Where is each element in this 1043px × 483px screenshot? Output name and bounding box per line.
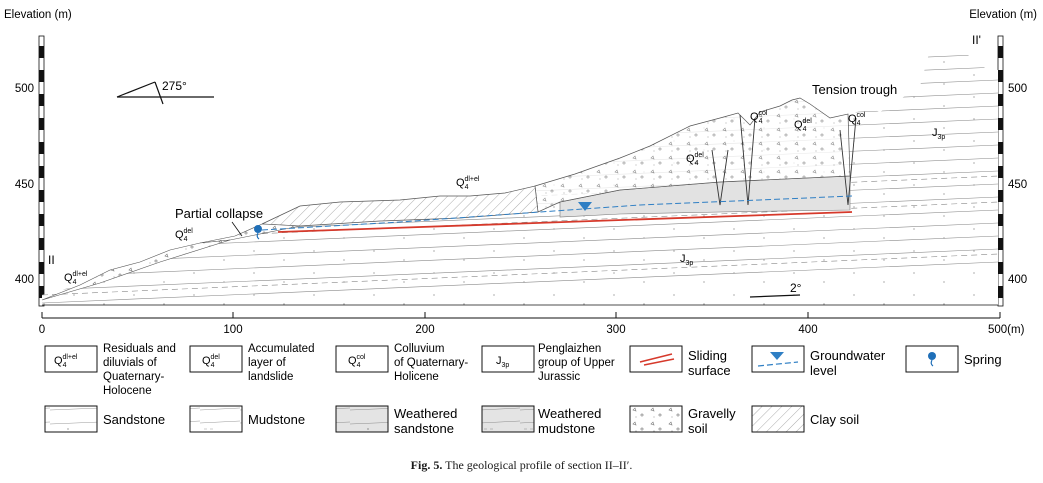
y-tick-right-500: 500 bbox=[1008, 83, 1027, 95]
orientation-label: 275° bbox=[162, 79, 187, 93]
tension-crack-3 bbox=[839, 117, 857, 206]
caption-text: The geological profile of section II–II′… bbox=[442, 458, 633, 472]
legend-item-clay-soil: Clay soil bbox=[751, 405, 859, 433]
spring-icon bbox=[254, 225, 262, 240]
y-tick-right-400: 400 bbox=[1008, 274, 1027, 286]
svg-text:Spring: Spring bbox=[964, 352, 1002, 367]
legend-item-mudstone: Mudstone bbox=[189, 405, 305, 433]
svg-text:Clay soil: Clay soil bbox=[810, 412, 859, 427]
svg-text:Sandstone: Sandstone bbox=[103, 412, 165, 427]
tension-trough-label: Tension trough bbox=[812, 82, 897, 97]
dip-symbol bbox=[749, 294, 801, 298]
left-axis-title: Elevation (m) bbox=[4, 9, 72, 21]
x-tick-0: 0 bbox=[39, 324, 45, 336]
unit-q4-del-upper: Q4del bbox=[686, 152, 704, 167]
landslide-deposit bbox=[534, 97, 851, 213]
unit-j3p-lower: J3p bbox=[680, 253, 693, 267]
svg-text:J3p: J3p bbox=[496, 355, 509, 369]
unit-q4-col-1: Q4col bbox=[750, 110, 768, 125]
right-elevation-scale bbox=[997, 35, 1004, 307]
partial-collapse-leader bbox=[231, 221, 243, 237]
figure-caption: Fig. 5. The geological profile of sectio… bbox=[0, 458, 1043, 473]
dip-label: 2° bbox=[790, 281, 802, 295]
groundwater-level-line bbox=[261, 195, 853, 231]
svg-text:Mudstone: Mudstone bbox=[248, 412, 305, 427]
legend-item-spring: Spring bbox=[905, 345, 1002, 373]
orientation-symbol bbox=[116, 81, 214, 105]
unit-q4-del-toe: Q4del bbox=[175, 228, 193, 243]
geological-profile: Elevation (m) Elevation (m) 500 450 400 … bbox=[4, 9, 1037, 436]
section-label-right: II' bbox=[972, 33, 981, 47]
unit-q4-dl-el-toe: Q4dl+el bbox=[64, 271, 88, 286]
y-tick-right-450: 450 bbox=[1008, 179, 1027, 191]
caption-label: Fig. 5. bbox=[410, 458, 443, 472]
x-axis bbox=[41, 312, 1001, 319]
x-tick-500: 500(m) bbox=[988, 324, 1025, 336]
unit-q4-del-2: Q4del bbox=[794, 118, 812, 133]
tension-crack-2 bbox=[739, 114, 756, 206]
legend-item-sandstone: Sandstone bbox=[44, 405, 165, 433]
sliding-surface-line bbox=[277, 211, 853, 233]
x-tick-400: 400 bbox=[798, 324, 817, 336]
toe-deposit bbox=[41, 239, 231, 301]
unit-q4-dl-el-mid: Q4dl+el bbox=[456, 176, 480, 191]
section-label-left: II bbox=[48, 253, 55, 267]
svg-text:Q4col: Q4col bbox=[348, 354, 366, 369]
x-tick-300: 300 bbox=[606, 324, 625, 336]
clay-soil-cover bbox=[261, 185, 539, 227]
unit-q4-col-2: Q4col bbox=[848, 112, 866, 127]
y-tick-left-450: 450 bbox=[15, 179, 34, 191]
tension-crack-1 bbox=[711, 149, 729, 206]
unit-j3p-upper: J3p bbox=[932, 127, 945, 141]
x-tick-200: 200 bbox=[415, 324, 434, 336]
groundwater-marker-icon bbox=[578, 202, 592, 211]
x-tick-100: 100 bbox=[223, 324, 242, 336]
partial-collapse-label: Partial collapse bbox=[175, 206, 263, 221]
svg-text:Q4del: Q4del bbox=[202, 354, 220, 369]
right-axis-title: Elevation (m) bbox=[969, 9, 1037, 21]
y-tick-left-500: 500 bbox=[15, 83, 34, 95]
svg-text:Q4dl+el: Q4dl+el bbox=[54, 354, 78, 369]
y-tick-left-400: 400 bbox=[15, 274, 34, 286]
left-elevation-scale bbox=[38, 35, 45, 307]
